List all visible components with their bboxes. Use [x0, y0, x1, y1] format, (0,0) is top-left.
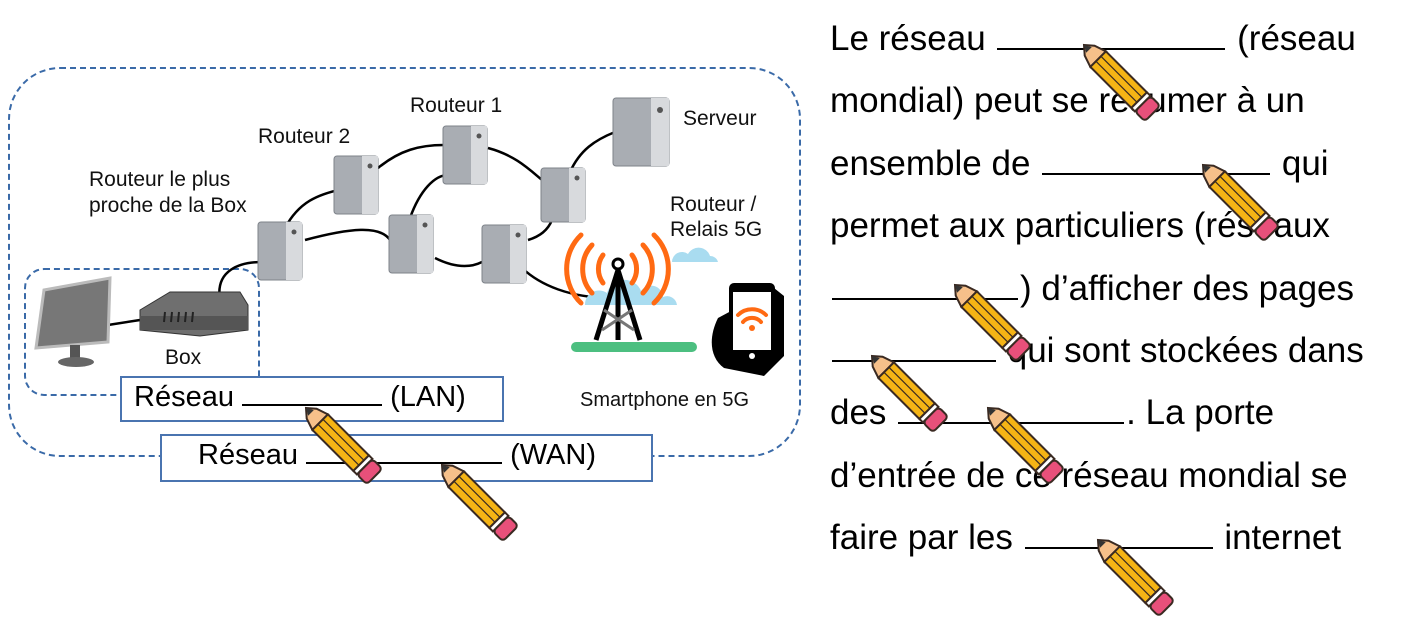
text-segment: qui sont stockées dans [998, 330, 1364, 370]
link-near-mid [304, 228, 392, 242]
text-segment: ensemble de [830, 143, 1041, 183]
router-2-label: Routeur 2 [258, 125, 351, 148]
link-r1-right [487, 146, 543, 181]
fill-in-text: Le réseau (réseau mondial) peut se résume… [830, 8, 1400, 570]
smartphone-wifi-icon [711, 283, 784, 376]
text-segment: mondial) peut se résumer à un [830, 81, 1305, 121]
text-line: ensemble de qui [830, 133, 1400, 195]
text-segment: (réseau [1227, 19, 1356, 58]
text-line: ) d’afficher des pages [830, 258, 1400, 320]
server-tower-icon [333, 155, 379, 215]
server-tower-icon [442, 125, 488, 185]
wan-prefix: Réseau [198, 439, 298, 471]
text-line: des . La porte [830, 382, 1400, 444]
relay-label-line1: Routeur / [670, 193, 757, 216]
link-r2-r1 [377, 143, 445, 169]
text-segment: internet [1214, 518, 1342, 558]
text-segment: d’entrée de ce réseau mondial se [830, 455, 1348, 495]
pencil-icon[interactable] [1076, 37, 1160, 121]
pencil-icon[interactable] [947, 277, 1031, 361]
lan-answer-box: Réseau (LAN) [120, 376, 504, 422]
server-tower-icon [481, 224, 527, 284]
text-segment: ) d’afficher des pages [1020, 268, 1355, 308]
text-segment: des [830, 393, 897, 433]
text-segment: faire par les [830, 518, 1023, 558]
link-mid-low [434, 256, 483, 268]
router-1-label: Routeur 1 [410, 94, 503, 117]
cloud-icon [672, 247, 718, 262]
lan-answer-blank[interactable] [242, 378, 383, 406]
answer-blank[interactable] [1042, 143, 1271, 175]
wan-answer-box: Réseau (WAN) [160, 434, 653, 482]
server-tower-icon [540, 167, 586, 223]
smartphone-label: Smartphone en 5G [580, 389, 749, 411]
pencil-icon[interactable] [1090, 532, 1174, 616]
link-near-r2 [283, 188, 339, 229]
antenna-tower-icon [564, 232, 697, 352]
nearest-router-label-line1: Routeur le plus [89, 168, 231, 191]
pencil-icon[interactable] [980, 400, 1064, 484]
answer-blank[interactable] [832, 330, 996, 362]
pencil-icon[interactable] [864, 348, 948, 432]
text-line: Le réseau (réseau [830, 8, 1400, 70]
wan-answer-blank[interactable] [306, 436, 503, 464]
nearest-router-label-line2: proche de la Box [89, 194, 247, 217]
lan-suffix: (LAN) [390, 381, 466, 413]
network-diagram [34, 97, 784, 376]
box-label: Box [165, 346, 202, 369]
lan-prefix: Réseau [134, 381, 234, 413]
pencil-icon[interactable] [298, 400, 382, 484]
server-tower-icon [388, 214, 434, 274]
answer-blank[interactable] [832, 268, 1018, 300]
link-right-server [568, 130, 616, 173]
wan-suffix: (WAN) [510, 439, 596, 471]
text-line: d’entrée de ce réseau mondial se [830, 445, 1400, 507]
relay-label-line2: Relais 5G [670, 218, 763, 241]
modem-box-icon [139, 291, 249, 337]
answer-blank[interactable] [997, 18, 1226, 50]
server-label: Serveur [683, 107, 757, 130]
pencil-icon[interactable] [1195, 157, 1279, 241]
pencil-icon[interactable] [434, 457, 518, 541]
text-segment: . La porte [1126, 393, 1275, 433]
text-line: qui sont stockées dans [830, 320, 1400, 382]
server-tower-icon [612, 97, 670, 167]
link-pc-box [107, 318, 141, 327]
text-segment: Le réseau [830, 19, 996, 58]
text-line: mondial) peut se résumer à un [830, 70, 1400, 132]
server-tower-icon [257, 221, 303, 281]
text-segment: qui [1272, 143, 1329, 183]
computer-monitor-icon [34, 276, 112, 367]
